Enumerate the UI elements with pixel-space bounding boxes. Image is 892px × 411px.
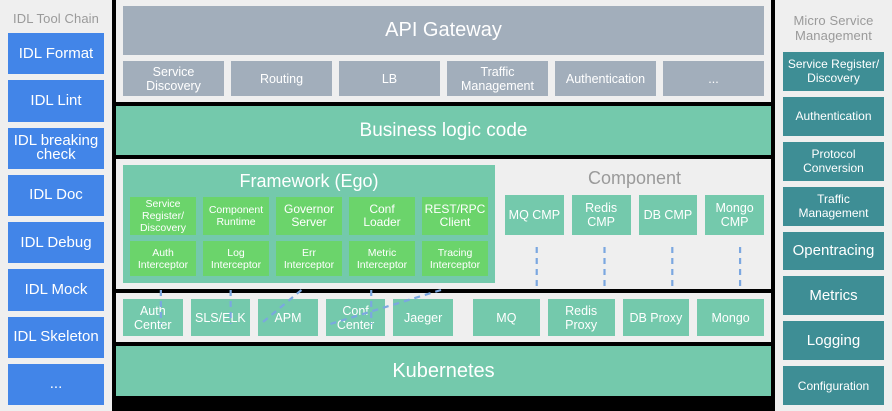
sidebar-item-idl-doc[interactable]: IDL Doc <box>8 174 104 216</box>
api-gateway-feature-row: Service Discovery Routing LB Traffic Man… <box>123 61 764 96</box>
ms-item-configuration[interactable]: Configuration <box>783 366 884 405</box>
ms-item-service-register-discovery[interactable]: Service Register/ Discovery <box>783 52 884 91</box>
component-block: Component MQ CMP Redis CMP DB CMP Mongo … <box>505 165 764 283</box>
sidebar-item-idl-format[interactable]: IDL Format <box>8 33 104 75</box>
gateway-item-authentication[interactable]: Authentication <box>555 61 656 96</box>
ms-item-authentication[interactable]: Authentication <box>783 96 884 136</box>
framework-conf-loader[interactable]: Conf Loader <box>349 197 415 235</box>
sidebar-item-idl-debug[interactable]: IDL Debug <box>8 222 104 264</box>
gateway-item-service-discovery[interactable]: Service Discovery <box>123 61 224 96</box>
ms-item-traffic-management[interactable]: Traffic Management <box>783 186 884 226</box>
ms-item-logging[interactable]: Logging <box>783 321 884 361</box>
framework-governor-server[interactable]: Governor Server <box>276 197 342 235</box>
sidebar-item-idl-skeleton[interactable]: IDL Skeleton <box>8 316 104 358</box>
business-logic-band: Business logic code <box>116 106 771 155</box>
framework-component-panel: Framework (Ego) Service Register/ Discov… <box>116 159 771 289</box>
component-row: MQ CMP Redis CMP DB CMP Mongo CMP <box>505 195 764 235</box>
infra-sls-elk[interactable]: SLS/ELK <box>190 299 251 336</box>
api-gateway-panel: API Gateway Service Discovery Routing LB… <box>116 0 771 102</box>
right-sidebar-list: Service Register/ Discovery Authenticati… <box>783 52 884 405</box>
framework-tracing-interceptor[interactable]: Tracing Interceptor <box>422 241 488 276</box>
component-mq-cmp[interactable]: MQ CMP <box>505 195 564 235</box>
sidebar-item-idl-mock[interactable]: IDL Mock <box>8 269 104 311</box>
infra-auth-center[interactable]: Auth Center <box>123 299 183 336</box>
framework-auth-interceptor[interactable]: Auth Interceptor <box>130 241 196 276</box>
sidebar-item-idl-breaking-check[interactable]: IDL breaking check <box>8 127 104 169</box>
component-redis-cmp[interactable]: Redis CMP <box>571 195 631 235</box>
gateway-item-traffic-management[interactable]: Traffic Management <box>447 61 548 96</box>
framework-metric-interceptor[interactable]: Metric Interceptor <box>349 241 415 276</box>
infra-apm[interactable]: APM <box>258 299 318 336</box>
component-mongo-cmp[interactable]: Mongo CMP <box>705 195 764 235</box>
left-sidebar-title: IDL Tool Chain <box>13 11 99 26</box>
infra-mongo[interactable]: Mongo <box>697 299 764 336</box>
component-title: Component <box>587 168 682 188</box>
infra-conf-center[interactable]: Conf Center <box>325 299 386 336</box>
gateway-item-routing[interactable]: Routing <box>231 61 332 96</box>
framework-ego-block: Framework (Ego) Service Register/ Discov… <box>123 165 495 283</box>
ms-item-metrics[interactable]: Metrics <box>783 276 884 316</box>
framework-rest-rpc-client[interactable]: REST/RPC Client <box>422 197 488 235</box>
component-db-cmp[interactable]: DB CMP <box>638 195 698 235</box>
sidebar-item-idl-lint[interactable]: IDL Lint <box>8 80 104 122</box>
ms-item-opentracing[interactable]: Opentracing <box>783 231 884 271</box>
framework-row-interceptors: Auth Interceptor Log Interceptor Err Int… <box>130 241 488 276</box>
framework-service-register-discovery[interactable]: Service Register/ Discovery <box>130 197 196 235</box>
gateway-item-more[interactable]: ... <box>663 61 764 96</box>
left-sidebar-list: IDL Format IDL Lint IDL breaking check I… <box>8 33 104 405</box>
idl-tool-chain-sidebar: IDL Tool Chain IDL Format IDL Lint IDL b… <box>0 0 112 411</box>
framework-title: Framework (Ego) <box>239 171 379 191</box>
right-sidebar-title: Micro Service Management <box>793 13 874 43</box>
sidebar-item-more[interactable]: ... <box>8 363 104 405</box>
infra-mq[interactable]: MQ <box>473 299 540 336</box>
main-column: API Gateway Service Discovery Routing LB… <box>116 0 771 411</box>
framework-component-runtime[interactable]: Component Runtime <box>203 197 269 235</box>
infrastructure-panel: Auth Center SLS/ELK APM Conf Center Jaeg… <box>116 293 771 342</box>
infra-redis-proxy[interactable]: Redis Proxy <box>547 299 615 336</box>
infrastructure-right-group: MQ Redis Proxy DB Proxy Mongo <box>473 299 764 336</box>
framework-err-interceptor[interactable]: Err Interceptor <box>276 241 342 276</box>
kubernetes-band: Kubernetes <box>116 346 771 396</box>
gateway-item-lb[interactable]: LB <box>339 61 440 96</box>
infra-jaeger[interactable]: Jaeger <box>393 299 453 336</box>
framework-log-interceptor[interactable]: Log Interceptor <box>203 241 269 276</box>
infrastructure-left-group: Auth Center SLS/ELK APM Conf Center Jaeg… <box>123 299 453 336</box>
micro-service-management-sidebar: Micro Service Management Service Registe… <box>775 0 892 411</box>
infra-db-proxy[interactable]: DB Proxy <box>622 299 690 336</box>
api-gateway-title: API Gateway <box>123 6 764 55</box>
framework-row-modules: Service Register/ Discovery Component Ru… <box>130 197 488 235</box>
ms-item-protocol-conversion[interactable]: Protocol Conversion <box>783 141 884 181</box>
